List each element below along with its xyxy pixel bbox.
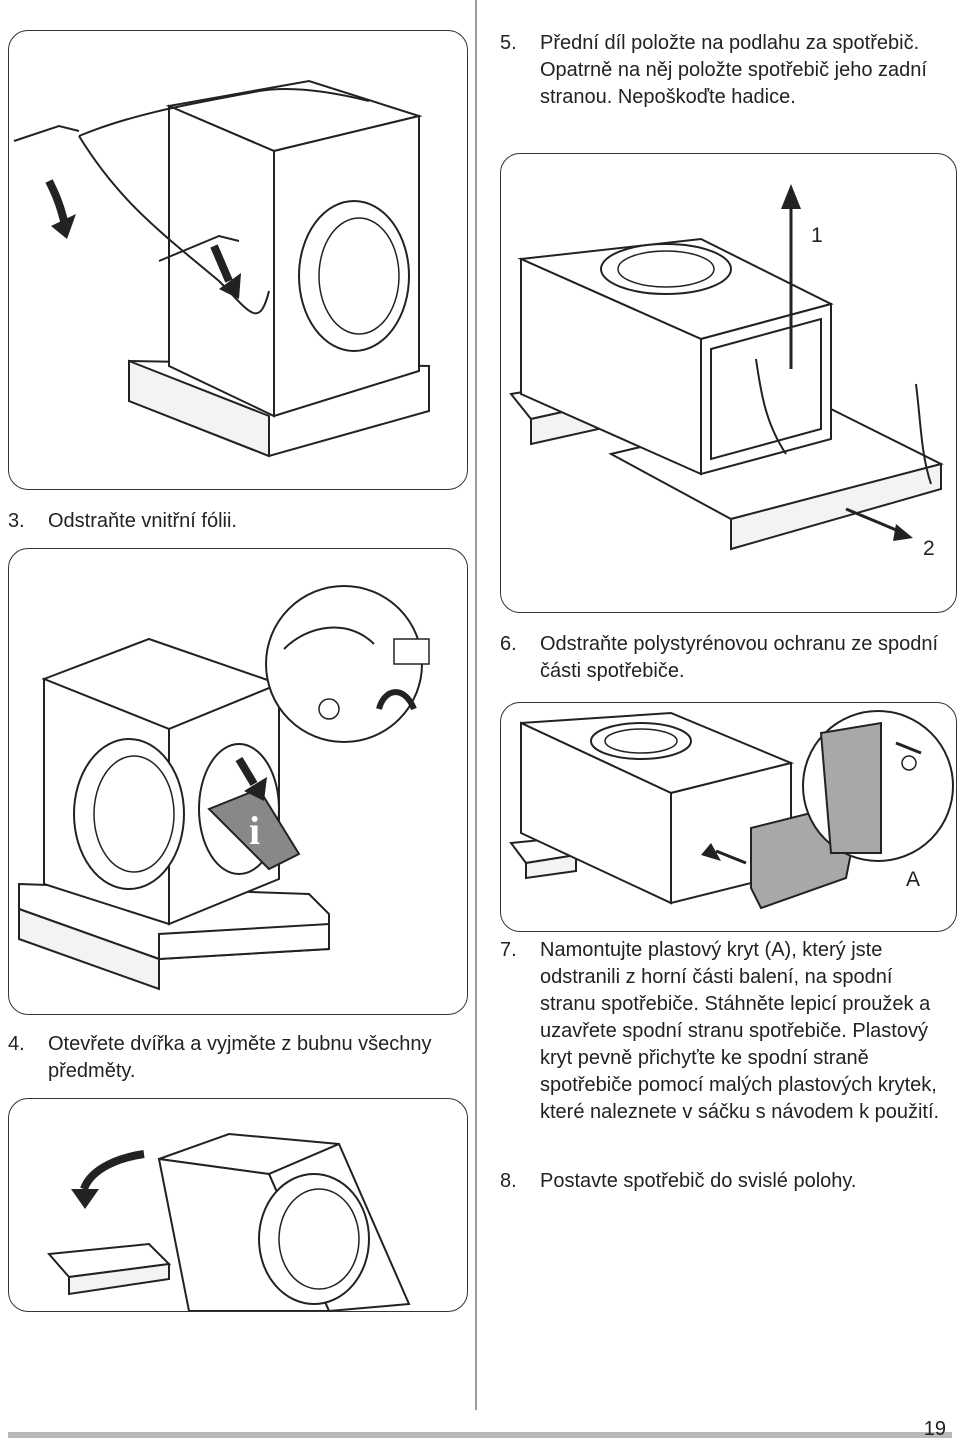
step-number: 5.	[500, 32, 517, 54]
step-6: 6. Odstraňte polystyrénovou ochranu ze s…	[500, 631, 940, 685]
arrow-label-2: 2	[923, 537, 935, 560]
step-number: 3.	[8, 510, 25, 532]
step-number: 8.	[500, 1170, 517, 1192]
step-3: 3. Odstraňte vnitřní fólii.	[8, 508, 468, 535]
footer-rule	[8, 1432, 952, 1438]
step-text: Namontujte plastový kryt (A), který jste…	[540, 939, 940, 1123]
part-label-a: A	[906, 868, 921, 891]
washer-on-back-illustration	[509, 184, 944, 551]
figure-remove-foil	[8, 30, 468, 490]
step-4: 4. Otevřete dvířka a vyjměte z bubnu vše…	[8, 1031, 468, 1085]
page-number: 19	[923, 1418, 946, 1440]
step-text: Postavte spotřebič do svislé polohy.	[540, 1170, 857, 1192]
column-divider	[475, 0, 477, 1410]
step-text: Přední díl položte na podlahu za spotřeb…	[540, 32, 927, 108]
mount-plastic-cover-illustration	[509, 710, 954, 910]
svg-text:i: i	[249, 808, 260, 853]
washer-with-foil-illustration	[13, 79, 430, 458]
step-number: 4.	[8, 1033, 25, 1055]
washer-tilting-illustration	[46, 1132, 411, 1311]
figure-mount-cover: A	[500, 702, 957, 932]
step-number: 7.	[500, 939, 517, 961]
step-number: 6.	[500, 633, 517, 655]
arrow-label-1: 1	[811, 224, 823, 247]
step-text: Otevřete dvířka a vyjměte z bubnu všechn…	[48, 1033, 432, 1082]
figure-lay-down	[8, 1098, 468, 1312]
step-text: Odstraňte vnitřní fólii.	[48, 510, 237, 532]
washer-open-door-illustration: i	[18, 585, 430, 991]
step-text: Odstraňte polystyrénovou ochranu ze spod…	[540, 633, 939, 682]
step-5: 5. Přední díl položte na podlahu za spot…	[500, 30, 940, 111]
figure-remove-polystyrene: 1 2	[500, 153, 957, 613]
figure-open-door: i	[8, 548, 468, 1015]
step-8: 8. Postavte spotřebič do svislé polohy.	[500, 1168, 940, 1195]
step-7: 7. Namontujte plastový kryt (A), který j…	[500, 937, 940, 1126]
